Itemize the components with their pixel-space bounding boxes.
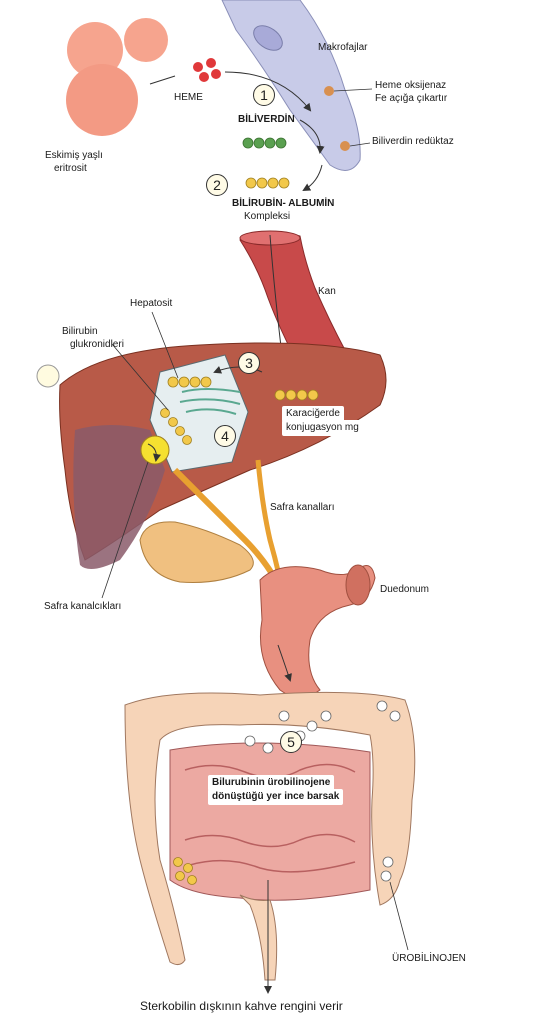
label-bilirubin-glukronid-2: glukronidleri xyxy=(70,339,124,350)
label-safra-kanallari: Safra kanalları xyxy=(270,502,335,513)
bilirubin-molecules-colon xyxy=(173,857,197,885)
label-duedonum: Duedonum xyxy=(380,584,429,595)
label-bilirubin-glukronid-1: Bilirubin xyxy=(62,326,98,337)
step-2: 2 xyxy=(206,174,228,196)
erythrocyte-2 xyxy=(124,18,168,62)
heme-molecules xyxy=(193,58,221,82)
label-ince-barsak-1: Bilurubinin ürobilinojene xyxy=(208,775,335,791)
label-kompleksi: Kompleksi xyxy=(244,211,291,222)
label-sterkobilin: Sterkobilin dışkının kahve rengini verir xyxy=(140,999,343,1013)
step-4: 4 xyxy=(214,425,236,447)
step-1: 1 xyxy=(253,84,275,106)
macrophage-shape xyxy=(221,0,361,171)
label-eritrosit-1: Eskimiş yaşlı xyxy=(45,150,103,161)
marker-circle xyxy=(36,364,60,388)
label-eritrosit-2: eritrosit xyxy=(54,163,87,174)
macrophage-nucleus xyxy=(253,25,283,51)
bilirubin-molecules-liver xyxy=(274,389,319,401)
step-3: 3 xyxy=(238,352,260,374)
label-karacigerde-1: Karaciğerde xyxy=(282,406,344,422)
stomach-duodenum xyxy=(259,565,376,698)
enzyme-dot-biliverdin-reductase xyxy=(340,141,350,151)
label-bilirubin-albumin: BİLİRUBİN- ALBUMİN xyxy=(232,198,335,209)
enzyme-dot-heme-oxygenase xyxy=(324,86,334,96)
label-biliverdin-reduktaz: Biliverdin redüktaz xyxy=(372,136,454,147)
label-karacigerde-2: konjugasyon mg xyxy=(282,420,363,436)
label-makrofajlar: Makrofajlar xyxy=(318,42,368,53)
erythrocyte-1 xyxy=(67,22,123,78)
step-5: 5 xyxy=(280,731,302,753)
label-kan: Kan xyxy=(318,286,336,297)
label-ince-barsak-2: dönüştüğü yer ince barsak xyxy=(208,789,344,805)
label-heme: HEME xyxy=(174,92,203,103)
label-heme-oksijenaz: Heme oksijenaz xyxy=(375,80,447,91)
rectum xyxy=(239,894,278,981)
label-fe-aciga: Fe açığa çıkartır xyxy=(375,93,448,104)
bilirubin-molecules-blood xyxy=(245,177,290,189)
biliverdin-molecules xyxy=(242,137,287,149)
label-safra-kanalciklari: Safra kanalcıkları xyxy=(44,601,122,612)
label-urobilinojen: ÜROBİLİNOJEN xyxy=(392,953,466,964)
liver-shadow-lobe xyxy=(73,425,165,569)
erythrocyte-3 xyxy=(66,64,138,136)
label-biliverdin: BİLİVERDİN xyxy=(238,114,295,125)
large-intestine xyxy=(124,691,416,966)
bilirubin-molecules-hepatocyte xyxy=(160,376,212,445)
gallbladder xyxy=(139,521,254,583)
label-hepatosit: Hepatosit xyxy=(130,298,173,309)
blood-vessel xyxy=(239,232,346,369)
